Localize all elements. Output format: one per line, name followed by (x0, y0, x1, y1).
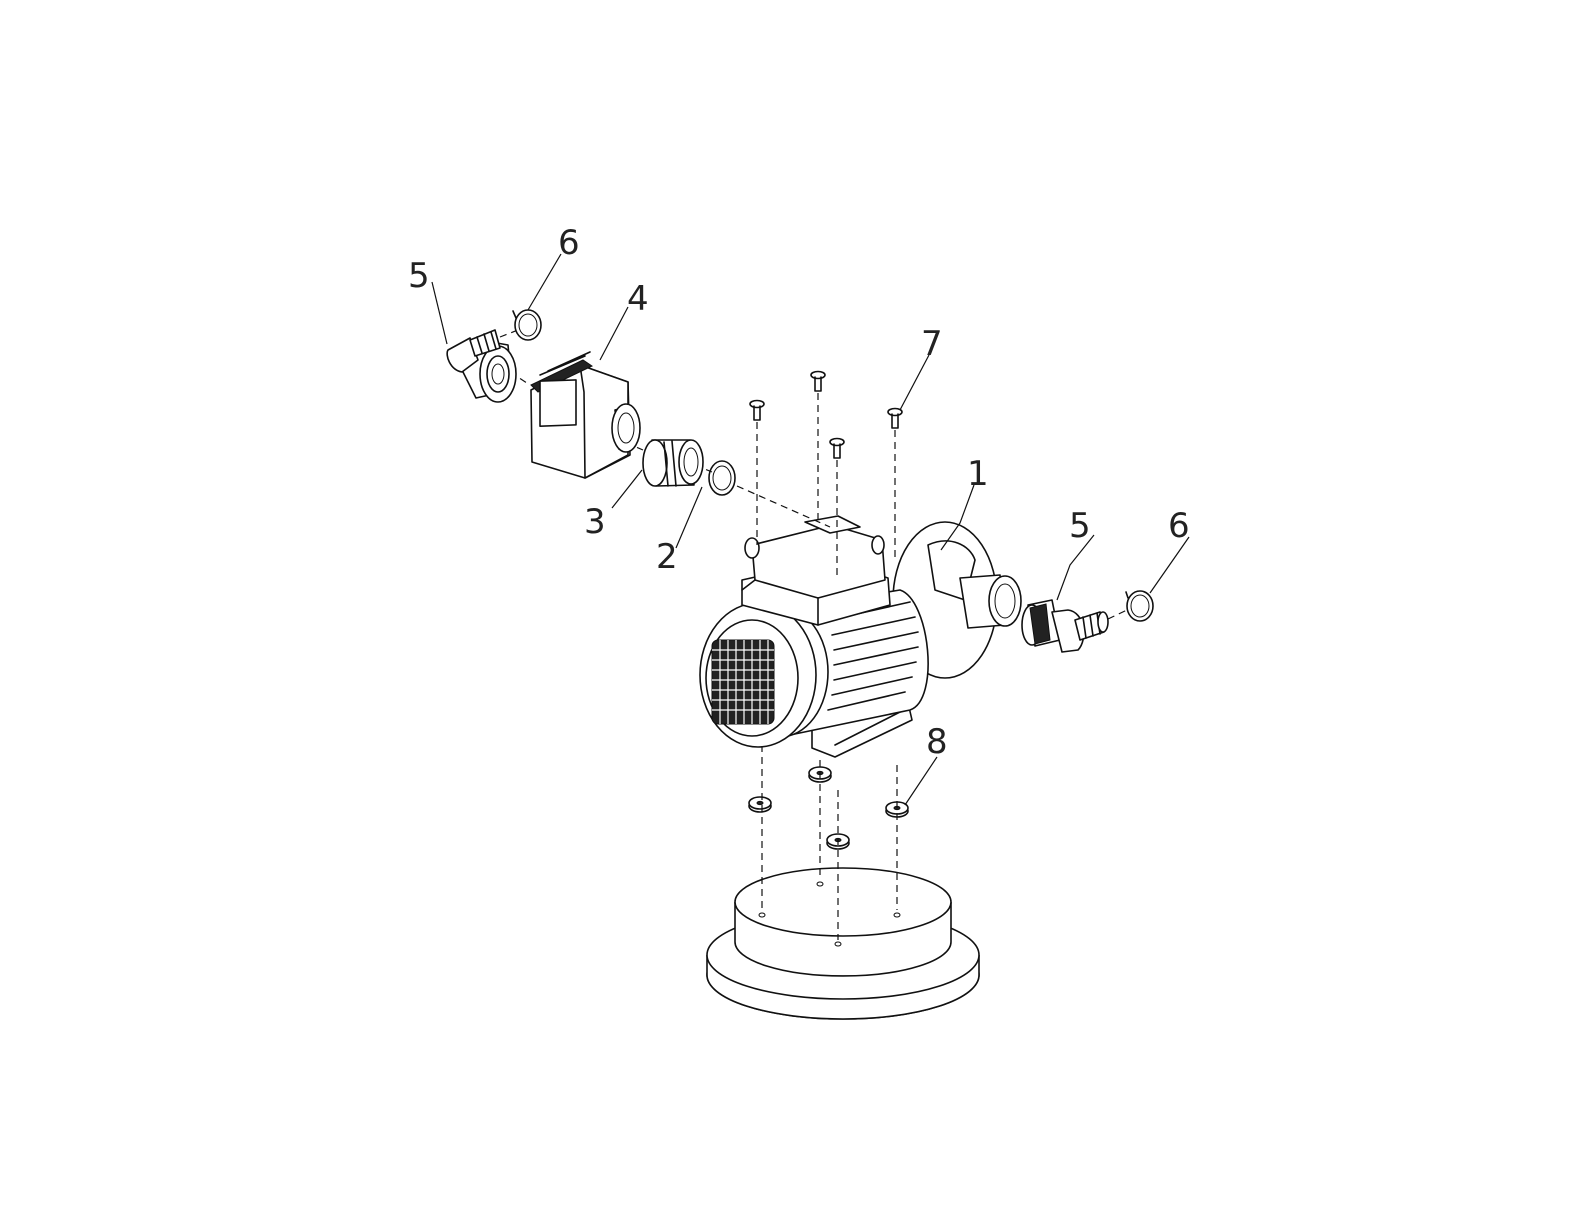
washers (748, 766, 909, 850)
washer-d (826, 833, 850, 850)
callout-labels: 1 2 3 4 5 5 6 6 7 8 (408, 223, 1190, 762)
label-5-left: 5 (408, 256, 430, 296)
fan-grille (711, 639, 775, 725)
base-plate (706, 867, 980, 1020)
screw-b (810, 370, 826, 392)
label-4: 4 (627, 279, 649, 319)
right-hose-connector (1021, 599, 1109, 653)
o-ring (708, 460, 736, 496)
upper-assembly-lines (736, 393, 896, 575)
screws (749, 370, 903, 459)
adapter-nipple (642, 439, 704, 487)
label-6-right: 6 (1168, 506, 1190, 546)
label-2: 2 (656, 537, 678, 577)
screw-a (749, 399, 765, 421)
right-hose-clamp (1125, 590, 1154, 622)
label-1: 1 (967, 454, 989, 494)
label-8: 8 (926, 722, 948, 762)
motor-pump-unit (699, 515, 1022, 758)
label-3: 3 (584, 502, 606, 542)
leader-lines (431, 253, 1190, 806)
screw-d (887, 407, 903, 429)
label-7: 7 (921, 324, 943, 364)
label-5-right: 5 (1069, 506, 1091, 546)
screw-c (829, 437, 845, 459)
label-6-left: 6 (558, 223, 580, 263)
washer-a (748, 796, 772, 813)
lower-assembly-lines (761, 745, 898, 940)
left-hose-connector (446, 329, 517, 403)
left-hose-clamp (512, 309, 542, 341)
flow-control-module (530, 351, 641, 479)
